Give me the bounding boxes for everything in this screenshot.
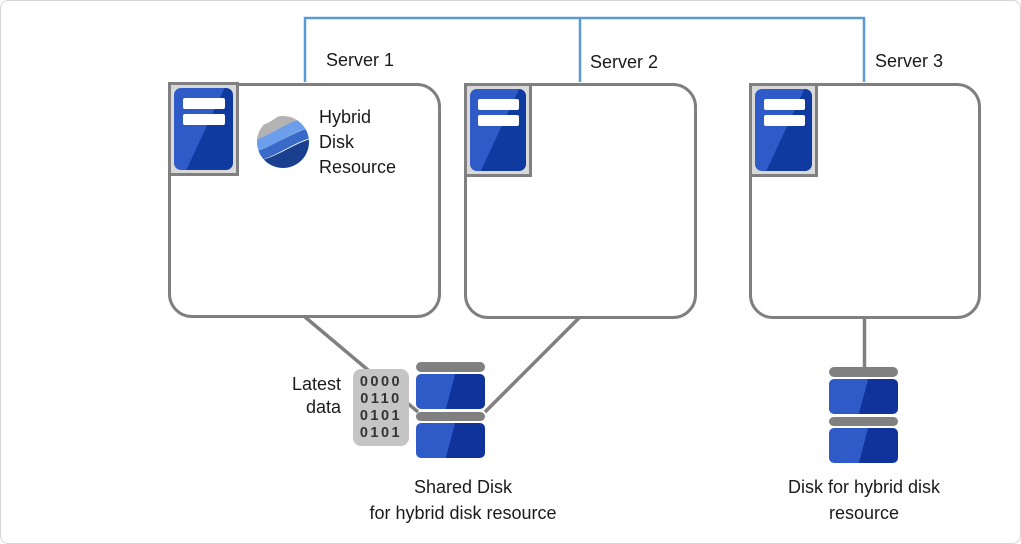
server-icon-slot — [182, 98, 226, 109]
server1-label: Server 1 — [326, 50, 395, 70]
disk-platter — [416, 374, 485, 409]
latest-data-label-line: data — [305, 397, 341, 417]
server-icon-slot — [763, 115, 805, 126]
server-icon-slot — [763, 99, 805, 110]
hybrid-disk-caption: Disk for hybrid disk resource — [764, 474, 964, 526]
server-icon-body — [470, 89, 526, 171]
binary-row: 0000 — [359, 374, 403, 390]
disk-cap — [829, 417, 898, 426]
server-icon — [464, 83, 532, 177]
binary-row: 0101 — [359, 408, 403, 424]
hybrid-disk-resource-label-line: Resource — [319, 157, 397, 177]
shared-disk-caption-line: for hybrid disk resource — [369, 503, 557, 523]
server-icon-body — [755, 89, 812, 171]
binary-row: 0101 — [359, 425, 403, 441]
shared-disk-caption: Shared Disk for hybrid disk resource — [332, 474, 594, 526]
server-icon — [749, 83, 818, 177]
hybrid-disk-resource-label-line: Disk — [319, 132, 354, 152]
hybrid-disk-resource-label-line: Hybrid — [319, 107, 372, 127]
disk-platter — [416, 423, 485, 458]
binary-row: 0110 — [360, 391, 402, 407]
server-interconnect-line — [303, 16, 866, 82]
hybrid-disk-icon — [829, 367, 898, 463]
disk-platter — [829, 379, 898, 414]
latest-data-label-line: Latest — [291, 374, 341, 394]
server-icon-body — [174, 88, 233, 170]
server2-label: Server 2 — [590, 52, 659, 72]
hybrid-disk-caption-line: resource — [828, 503, 900, 523]
shared-disk-icon — [416, 362, 485, 458]
server3-label: Server 3 — [875, 51, 944, 71]
hybrid-disk-caption-line: Disk for hybrid disk — [787, 477, 941, 497]
shared-disk-caption-line: Shared Disk — [413, 477, 513, 497]
disk-platter — [829, 428, 898, 463]
server2-box — [464, 83, 697, 319]
disk-cap — [416, 412, 485, 421]
hybrid-disk-resource-logo-icon — [257, 116, 309, 168]
disk-cap — [829, 367, 898, 377]
binary-data-icon: 0000 0110 0101 0101 — [353, 369, 409, 446]
server-icon — [168, 82, 239, 176]
server-icon-slot — [478, 99, 519, 110]
disk-cap — [416, 362, 485, 372]
hybrid-disk-resource-label: Hybrid Disk Resource — [319, 105, 396, 180]
server-icon-slot — [478, 115, 519, 126]
server2-to-shared-disk-line — [483, 316, 581, 414]
server-icon-slot — [182, 114, 226, 125]
latest-data-label: Latest data — [259, 373, 341, 419]
